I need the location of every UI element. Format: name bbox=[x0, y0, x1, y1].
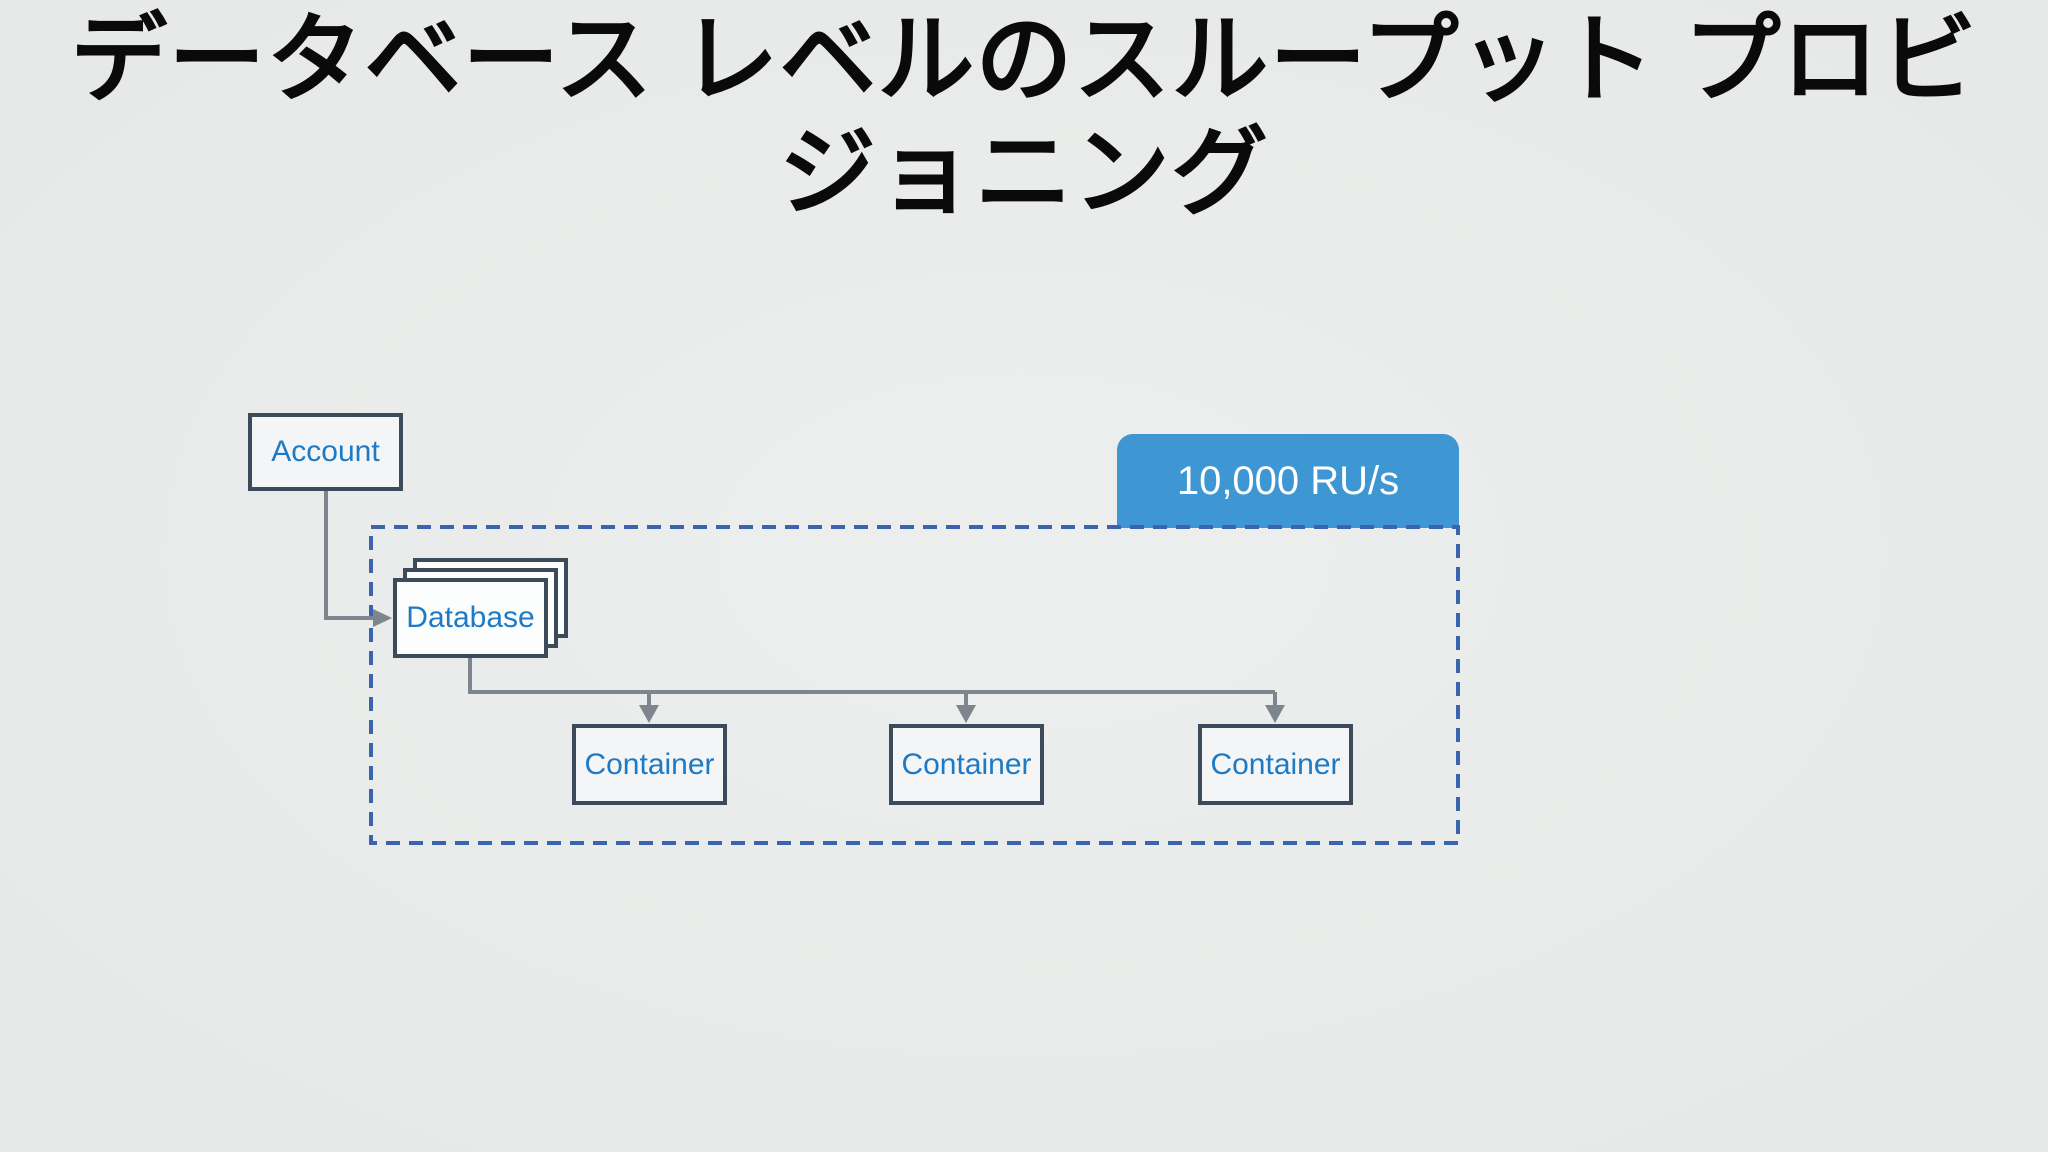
container-node-2-label: Container bbox=[901, 747, 1032, 781]
edge-database-trunk bbox=[468, 656, 1275, 694]
container-node-1: Container bbox=[572, 724, 727, 805]
edge-account-to-database bbox=[324, 490, 374, 620]
container-node-3-label: Container bbox=[1210, 747, 1341, 781]
throughput-badge-label: 10,000 RU/s bbox=[1176, 458, 1400, 503]
account-node-label: Account bbox=[271, 435, 380, 468]
throughput-badge: 10,000 RU/s bbox=[1117, 434, 1459, 528]
edge-database-to-containers bbox=[647, 692, 1277, 706]
arrowhead-account-to-database bbox=[373, 609, 392, 627]
container-node-3: Container bbox=[1198, 724, 1353, 805]
arrowhead-container-3 bbox=[1265, 705, 1285, 723]
database-node: Database bbox=[393, 578, 548, 658]
database-node-label: Database bbox=[406, 601, 535, 634]
shared-throughput-scope-border bbox=[369, 525, 1460, 845]
account-node: Account bbox=[248, 413, 403, 491]
database-stack: Database bbox=[393, 558, 568, 658]
arrowhead-container-2 bbox=[956, 705, 976, 723]
container-node-1-label: Container bbox=[584, 747, 715, 781]
page-title: データベース レベルのスループット プロビジョニング bbox=[70, 5, 1978, 227]
container-node-2: Container bbox=[889, 724, 1044, 805]
arrowhead-container-1 bbox=[639, 705, 659, 723]
